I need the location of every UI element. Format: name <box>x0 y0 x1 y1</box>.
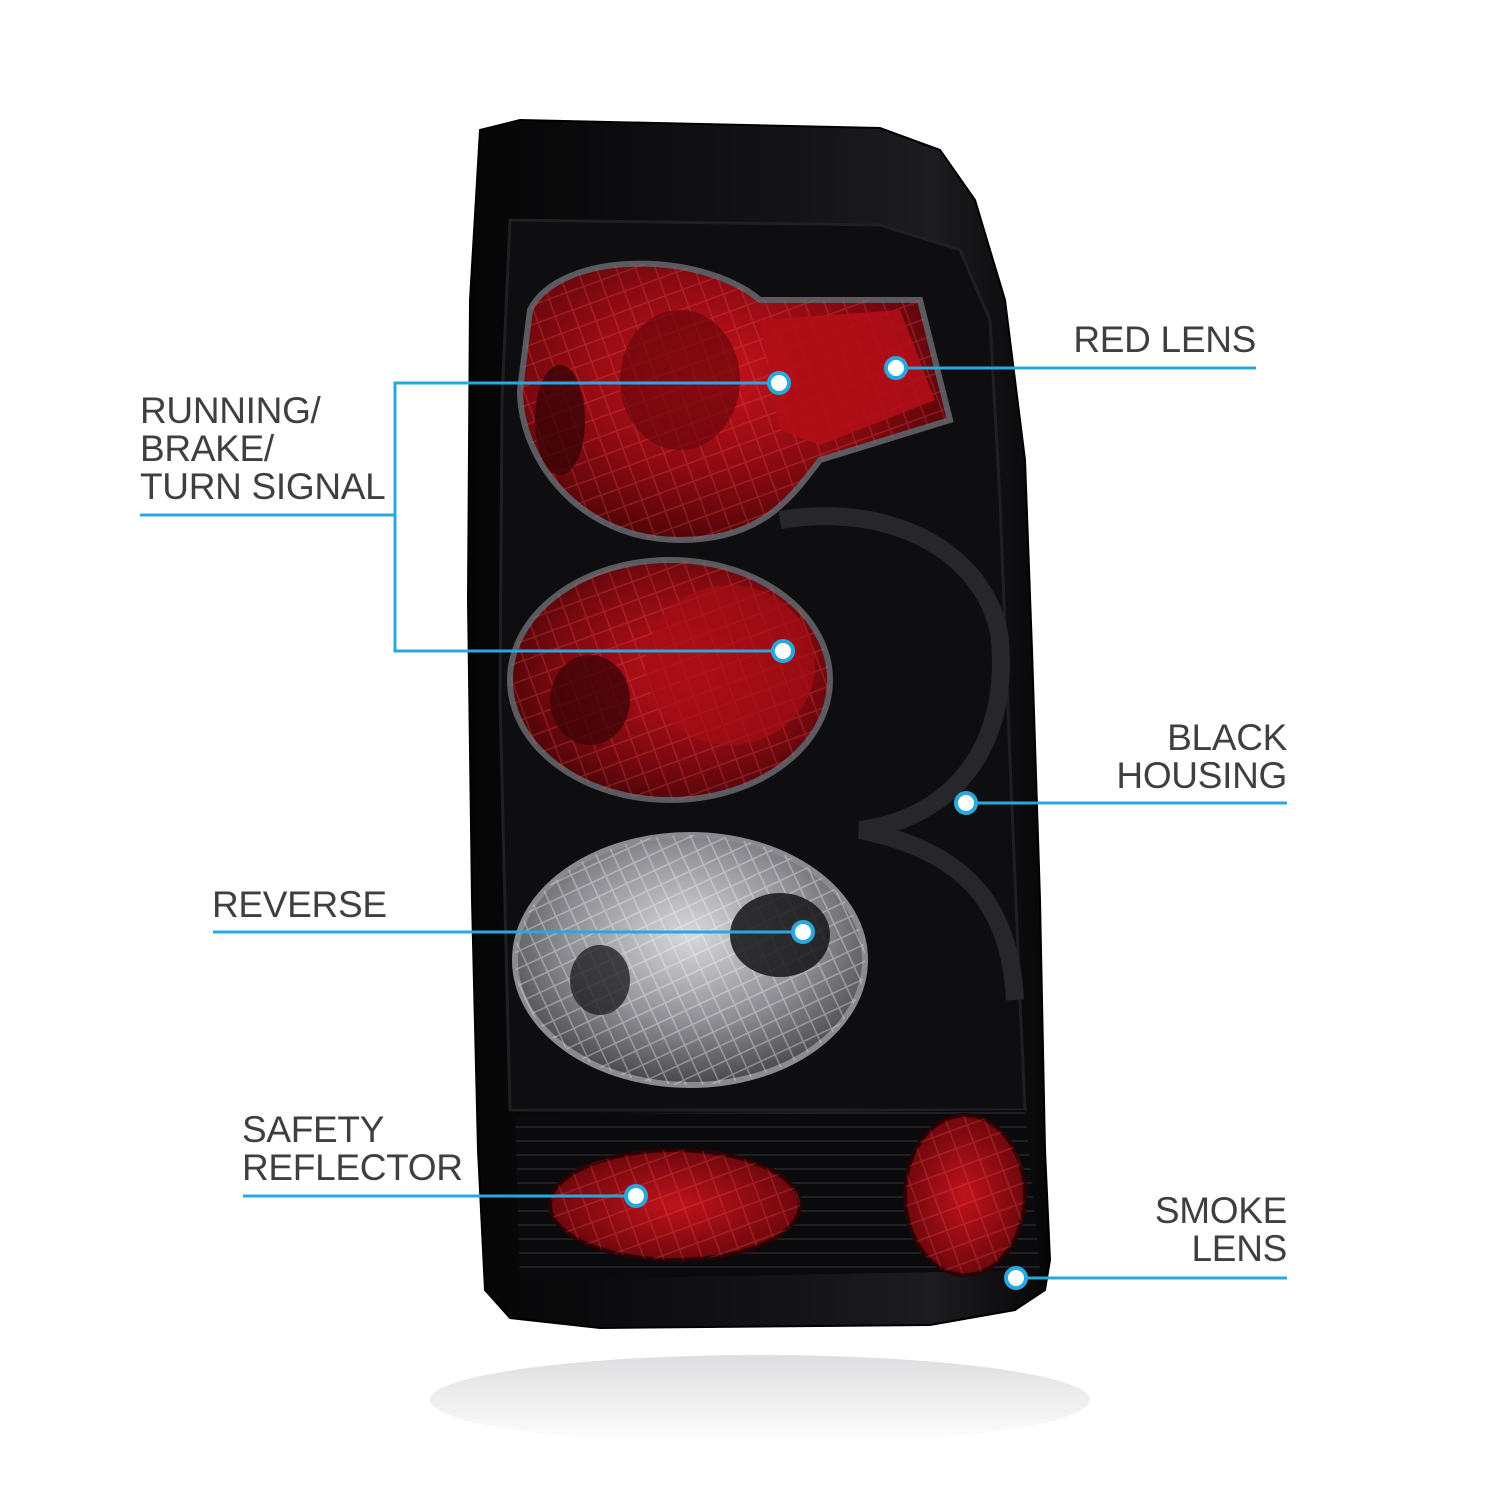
dot-running-brake-turn-upper <box>767 371 791 395</box>
label-line: TURN SIGNAL <box>140 466 386 507</box>
callout-dots <box>624 356 1028 1290</box>
label-line: BLACK <box>1167 717 1287 758</box>
label-red-lens: RED LENS <box>1073 321 1256 359</box>
dot-running-brake-turn-lower <box>771 639 795 663</box>
dot-smoke-lens <box>1004 1266 1028 1290</box>
safety-reflector-right <box>903 1113 1027 1277</box>
dot-safety-reflector <box>624 1184 648 1208</box>
safety-reflector-left <box>548 1148 802 1262</box>
floor-reflection <box>430 1355 1090 1445</box>
label-line: SAFETY <box>242 1109 385 1150</box>
leader-running-brake-turn <box>140 381 779 517</box>
label-line: HOUSING <box>1116 755 1287 796</box>
dot-black-housing <box>954 791 978 815</box>
top-red-lens <box>516 260 954 544</box>
housing-contour <box>778 507 1024 1001</box>
label-line: REVERSE <box>212 884 387 925</box>
label-line: BRAKE/ <box>140 428 274 469</box>
dot-red-lens <box>884 356 908 380</box>
reverse-clear-lens <box>512 832 868 1088</box>
label-line: RED LENS <box>1073 319 1256 360</box>
label-line: SMOKE <box>1154 1190 1287 1231</box>
label-line: LENS <box>1191 1228 1288 1269</box>
label-black-housing: BLACK HOUSING <box>1116 719 1287 795</box>
label-running-brake-turn: RUNNING/ BRAKE/ TURN SIGNAL <box>140 390 386 507</box>
label-line: REFLECTOR <box>242 1147 463 1188</box>
label-line: RUNNING/ <box>140 390 321 431</box>
label-reverse: REVERSE <box>212 886 387 924</box>
leader-lines <box>140 366 1287 1280</box>
label-safety-reflector: SAFETY REFLECTOR <box>242 1111 463 1187</box>
label-smoke-lens: SMOKE LENS <box>1155 1192 1287 1268</box>
leader-running-brake-turn-lower <box>393 515 783 653</box>
dot-reverse <box>791 920 815 944</box>
middle-red-lens <box>507 557 833 803</box>
